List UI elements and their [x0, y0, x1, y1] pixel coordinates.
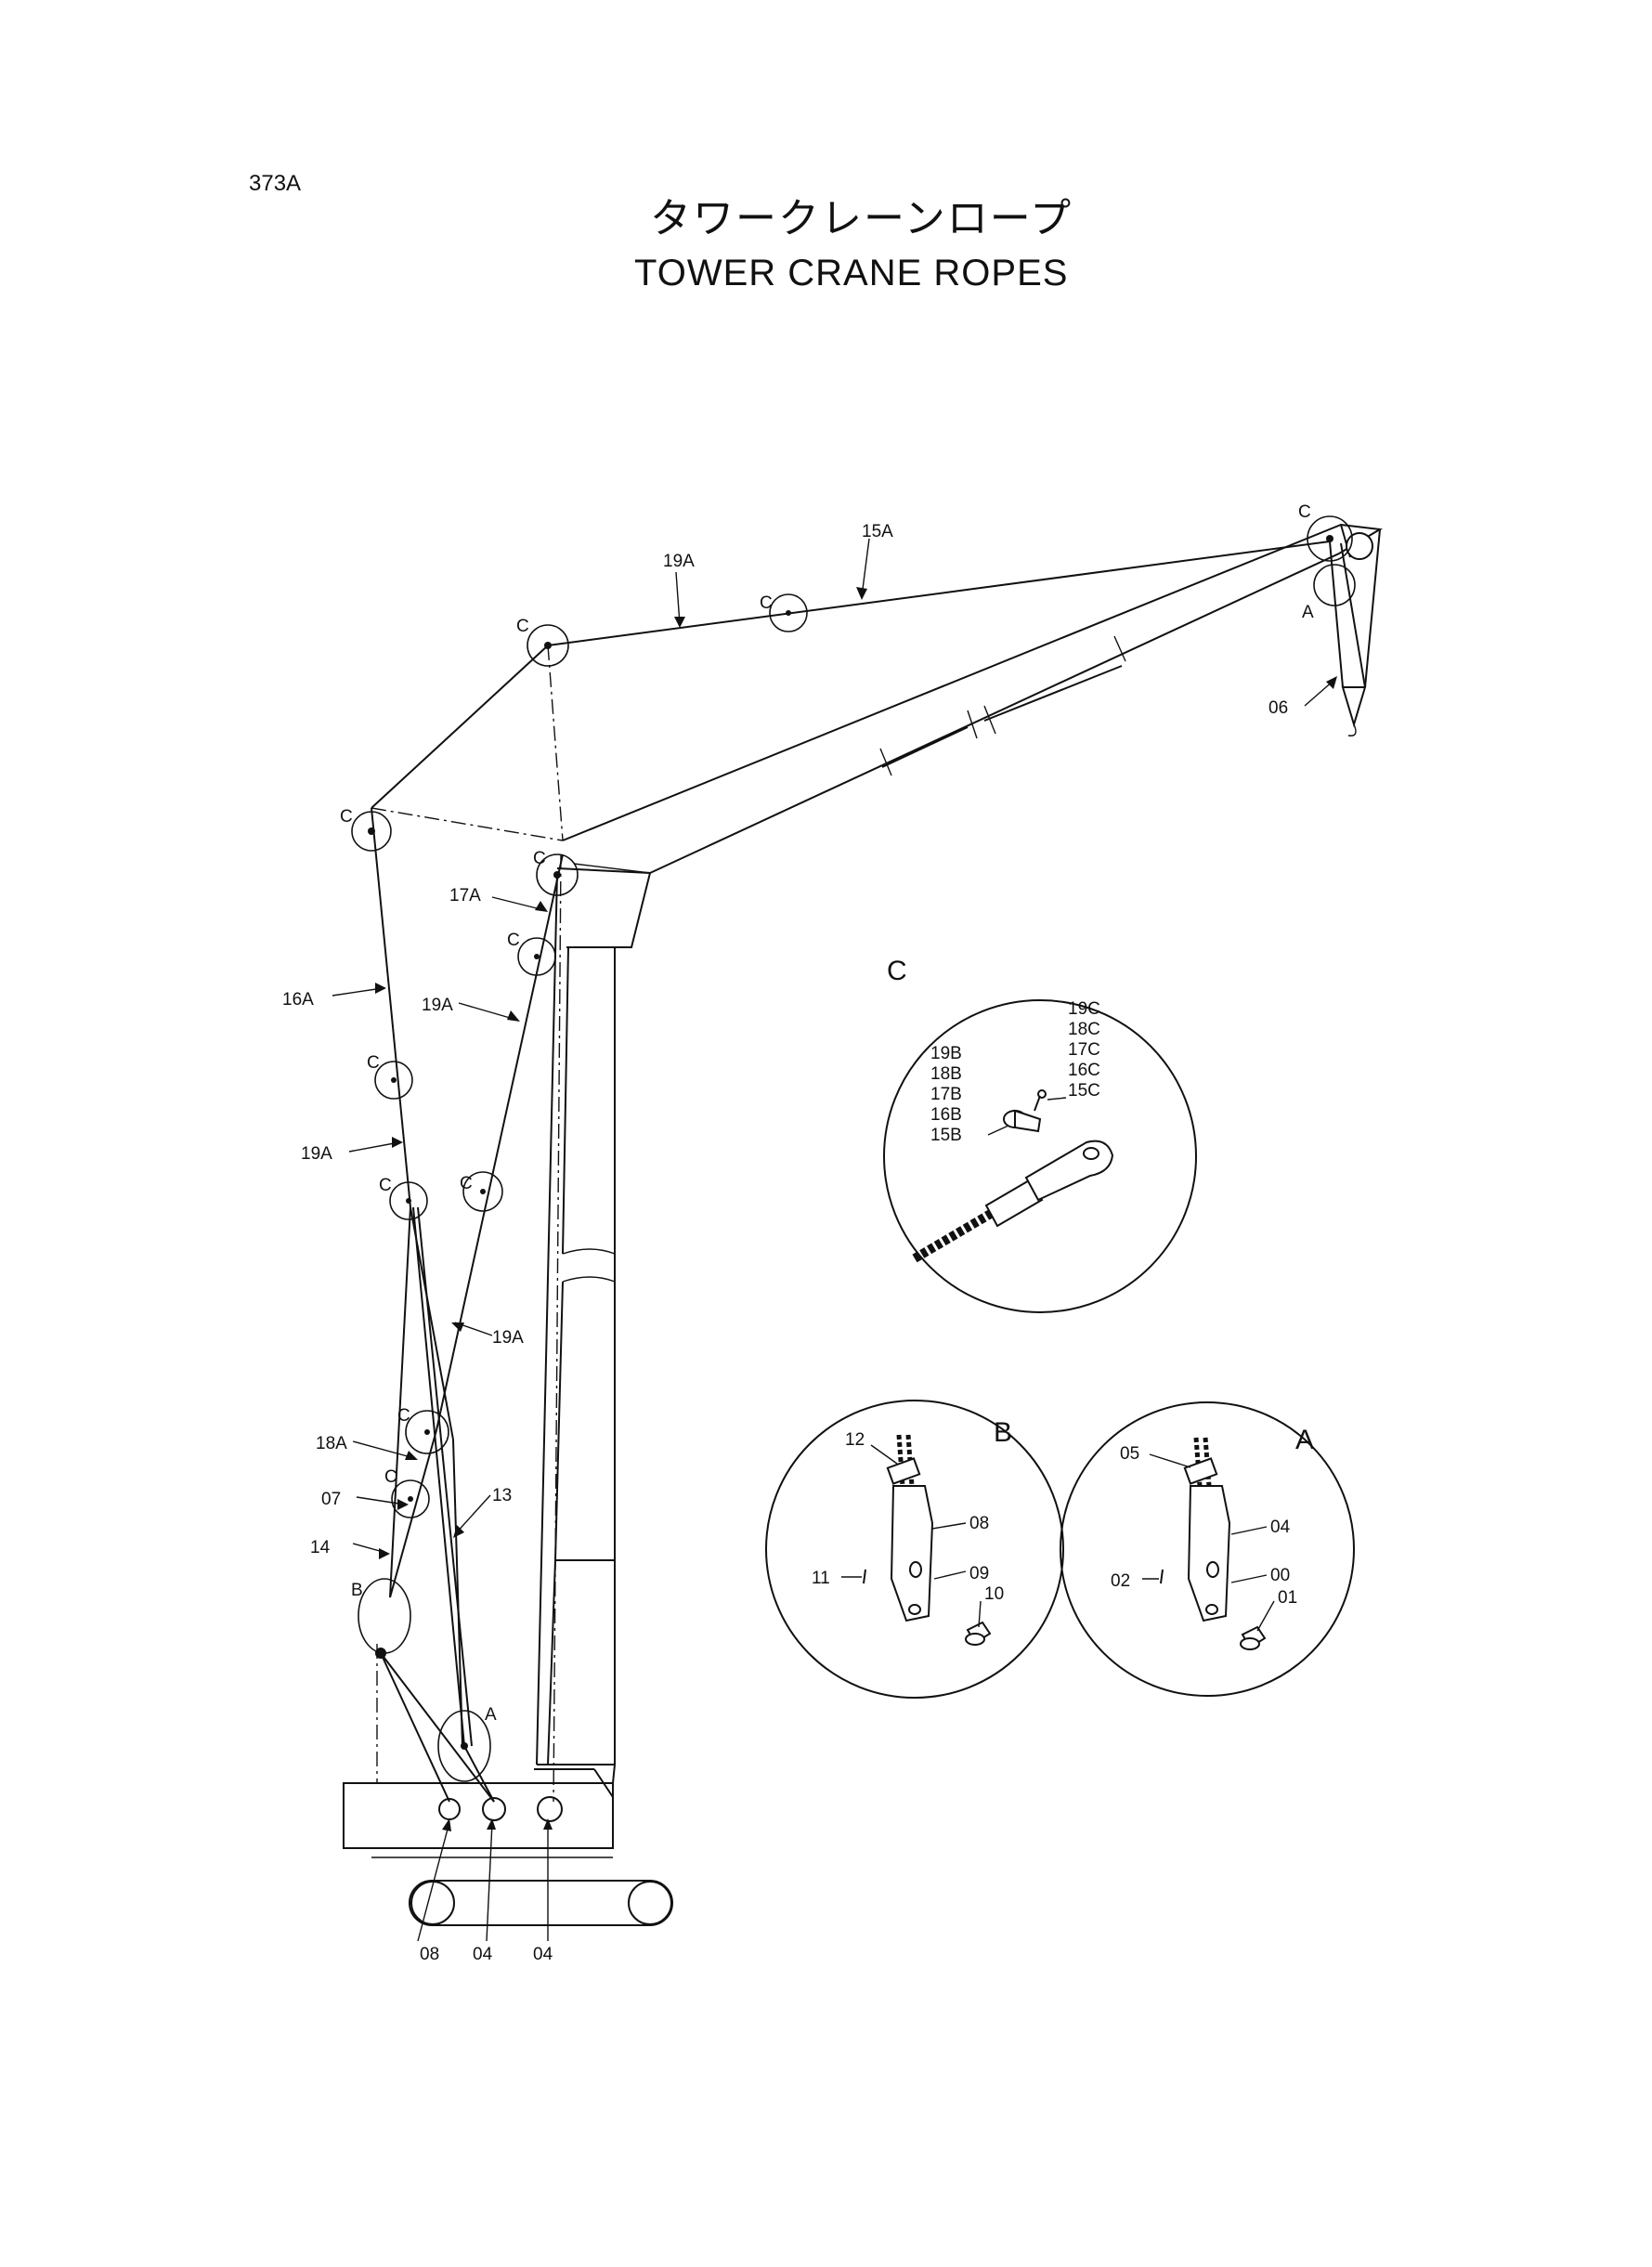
detail-view-a: A — [1060, 1401, 1355, 1697]
leader-lines — [332, 538, 1335, 1942]
label-06: 06 — [1268, 698, 1288, 718]
marker-a-low: A — [485, 1705, 497, 1725]
title-japanese: タワークレーンロープ — [650, 195, 1073, 242]
label-15c: 15C — [1068, 1081, 1100, 1101]
label-16c: 16C — [1068, 1061, 1100, 1080]
label-b-09: 09 — [969, 1564, 989, 1583]
marker-c-10: C — [397, 1406, 410, 1426]
label-18c: 18C — [1068, 1020, 1100, 1039]
arrowheads — [375, 587, 1337, 1831]
label-b-11: 11 — [812, 1569, 830, 1588]
label-17a: 17A — [449, 886, 481, 905]
label-07: 07 — [321, 1490, 341, 1509]
label-16b: 16B — [930, 1105, 962, 1125]
label-15b: 15B — [930, 1126, 962, 1145]
marker-b-low: B — [351, 1581, 363, 1600]
label-b-12: 12 — [845, 1430, 865, 1450]
detail-a-leaders — [1142, 1453, 1275, 1632]
label-19b: 19B — [930, 1044, 962, 1063]
label-b-08: 08 — [969, 1514, 989, 1533]
label-14: 14 — [310, 1538, 331, 1557]
label-04-bottom-1: 04 — [473, 1945, 493, 1964]
rope-system — [371, 532, 1373, 1803]
title-english: TOWER CRANE ROPES — [634, 253, 1068, 293]
label-18a: 18A — [316, 1434, 347, 1453]
label-19a-low: 19A — [492, 1328, 524, 1348]
label-a-01: 01 — [1278, 1588, 1297, 1608]
marker-c-5: C — [533, 849, 546, 868]
marker-c-3: C — [1298, 502, 1311, 522]
label-a-04: 04 — [1270, 1518, 1291, 1537]
detail-a-title: A — [1295, 1425, 1314, 1455]
label-a-05: 05 — [1120, 1444, 1139, 1464]
marker-c-4: C — [340, 807, 353, 827]
label-13: 13 — [492, 1486, 512, 1505]
label-b-10: 10 — [984, 1584, 1004, 1604]
page-code: 373A — [249, 171, 301, 196]
label-17b: 17B — [930, 1085, 962, 1104]
detail-view-b: B — [765, 1400, 1064, 1699]
label-19a-top: 19A — [663, 552, 695, 571]
marker-c-8: C — [379, 1176, 392, 1195]
marker-c-9: C — [460, 1174, 473, 1193]
detail-b-title: B — [994, 1417, 1012, 1448]
label-16a: 16A — [282, 990, 314, 1010]
label-08-bottom: 08 — [420, 1945, 439, 1964]
marker-c-11: C — [384, 1467, 397, 1487]
marker-c-2: C — [760, 593, 773, 613]
marker-a-top: A — [1302, 603, 1314, 622]
label-15a: 15A — [862, 522, 893, 541]
marker-c-7: C — [367, 1053, 380, 1073]
crane-base — [343, 1644, 673, 1926]
crane-tower — [536, 867, 652, 1784]
label-19c: 19C — [1068, 999, 1100, 1019]
label-a-02: 02 — [1111, 1571, 1130, 1591]
label-19a-mid: 19A — [422, 996, 453, 1015]
detail-b-leaders — [841, 1444, 982, 1628]
marker-c-1: C — [516, 617, 529, 636]
label-18b: 18B — [930, 1064, 962, 1084]
detail-c-leaders — [987, 1097, 1067, 1136]
label-04-bottom-2: 04 — [533, 1945, 553, 1964]
detail-c-title: C — [887, 956, 907, 986]
label-17c: 17C — [1068, 1040, 1100, 1060]
marker-c-6: C — [507, 931, 520, 950]
crane-boom — [562, 523, 1384, 874]
detail-view-c: C — [883, 956, 1197, 1313]
label-19a-left: 19A — [301, 1144, 332, 1164]
detail-markers — [351, 515, 1356, 1782]
label-a-00: 00 — [1270, 1566, 1290, 1585]
